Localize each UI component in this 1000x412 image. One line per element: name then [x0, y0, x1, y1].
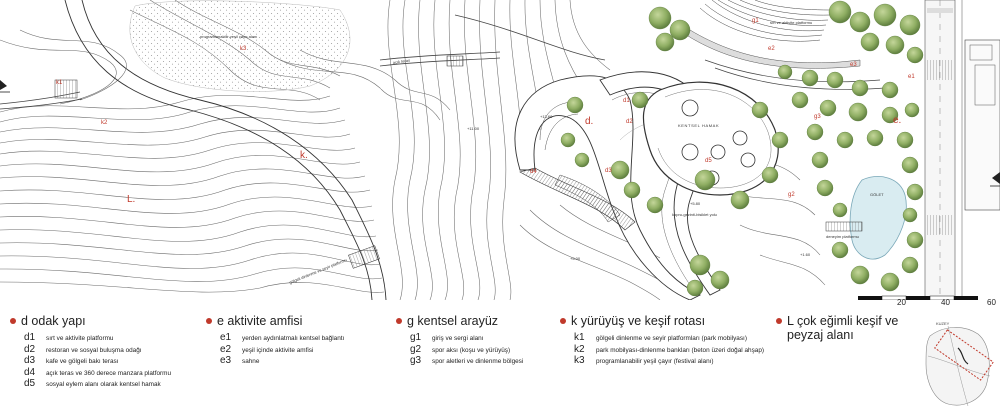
- focal-structure: [514, 71, 721, 300]
- label-g1: g1: [752, 18, 759, 24]
- bridge-path-label: kopru-gezinti-bisiklet yolu: [672, 212, 717, 217]
- legend-title: L çok eğimli keşif ve peyzaj alanı: [787, 314, 899, 342]
- site-plan: d. e. k. L. d1 d2 d3 d4 d5 e1 e2 e3 k1 k…: [0, 0, 1000, 300]
- label-d3: d3: [605, 168, 612, 174]
- bullet-icon: [10, 318, 16, 324]
- label-d5: d5: [705, 158, 712, 164]
- bullet-icon: [560, 318, 566, 324]
- label-L: L.: [127, 194, 135, 205]
- legend-group-L: L çok eğimli keşif ve peyzaj alanı: [776, 314, 906, 342]
- label-k3: k3: [240, 46, 247, 52]
- label-g3: g3: [814, 114, 821, 120]
- meadow-label: programlanabilir yeşil çayır alanı: [200, 34, 257, 39]
- legend-title: g kentsel arayüz: [407, 314, 499, 328]
- trees: [560, 0, 924, 297]
- label-k2: k2: [101, 120, 108, 126]
- elevation-2: +11.00: [467, 126, 480, 131]
- key-map-north: KUZEY: [936, 321, 950, 326]
- bullet-icon: [206, 318, 212, 324]
- key-map: KUZEY: [925, 321, 994, 407]
- scale-20: 20: [897, 298, 906, 307]
- label-k: k.: [300, 150, 308, 161]
- label-e1: e1: [908, 74, 915, 80]
- main-road: [924, 0, 1000, 300]
- label-g2: g2: [788, 192, 795, 198]
- meadow-area: [129, 0, 351, 92]
- scale-60: 60: [987, 298, 996, 307]
- legend-title: e aktivite amfisi: [217, 314, 303, 328]
- label-e3: e3: [850, 62, 857, 68]
- label-d4: d4: [530, 169, 537, 175]
- label-d1: d1: [623, 98, 630, 104]
- label-e2: e2: [768, 46, 775, 52]
- elevation-4: +1.60: [800, 252, 811, 257]
- section-marker-left: [0, 80, 10, 93]
- activity-circles: [681, 99, 756, 186]
- pond: [849, 176, 907, 260]
- bullet-icon: [776, 318, 782, 324]
- walking-route: [64, 0, 387, 300]
- label-k1: k1: [56, 80, 63, 86]
- elevation-3: +5.00: [570, 256, 581, 261]
- hammock-label: KENTSEL HAMAK: [678, 123, 719, 128]
- legend-title: k yürüyüş ve keşif rotası: [571, 314, 706, 328]
- bullet-icon: [396, 318, 402, 324]
- ridge-label: sırt ve aktivite platformu: [770, 20, 812, 25]
- section-marker-right: [990, 172, 1000, 187]
- label-d2: d2: [626, 119, 633, 125]
- label-e: e.: [893, 115, 901, 126]
- experience-platform-label: deneyim platformu: [826, 234, 859, 239]
- open-terrace-label: açık teras: [392, 58, 410, 65]
- pond-label: GÖLET: [870, 192, 884, 197]
- elevation-5: +5.80: [690, 201, 701, 206]
- elevation-1: +13.60: [540, 114, 553, 119]
- scale-numbers: 20 40 60: [0, 298, 1000, 308]
- scale-bar: [858, 295, 978, 300]
- amphitheater: [699, 0, 831, 42]
- legend-title: d odak yapı: [21, 314, 86, 328]
- scale-40: 40: [941, 298, 950, 307]
- label-d: d.: [585, 116, 593, 127]
